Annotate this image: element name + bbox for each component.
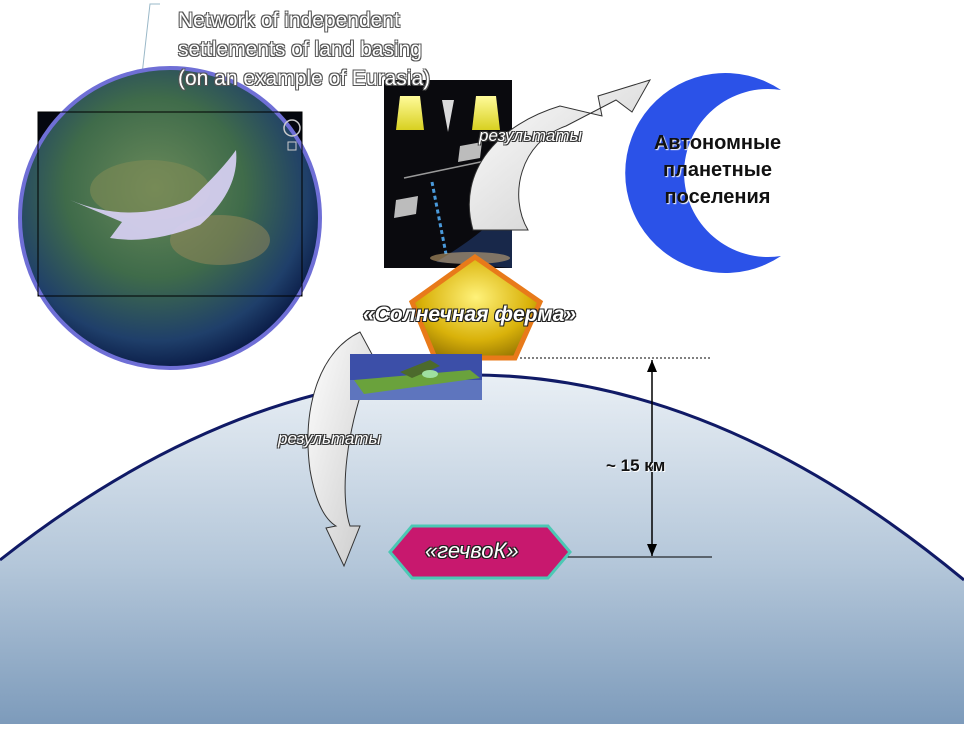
caption-line: settlements of land basing — [178, 38, 422, 61]
caption-line: (on an example of Eurasia) — [178, 67, 431, 90]
earth-globe-image — [18, 66, 322, 370]
distance-label: ~ 15 км — [606, 456, 666, 475]
caption-line: Network of independent — [178, 9, 400, 32]
results-label-lower: результаты — [278, 429, 381, 448]
autonomous-line: Автономные — [653, 132, 782, 154]
autonomous-settlements-label: Автономные планетные поселения — [630, 130, 805, 211]
network-caption: Network of independent settlements of la… — [178, 6, 430, 93]
aircraft-image — [350, 354, 482, 400]
results-label-upper: результаты — [479, 126, 582, 145]
gechvok-label: «гечвоК» — [425, 538, 519, 563]
distance-double-arrow — [647, 360, 657, 556]
crescent-moon-icon — [625, 73, 781, 273]
solar-farm-label: «Солнечная ферма» — [363, 303, 577, 326]
autonomous-line: поселения — [664, 186, 771, 208]
gechvok-heptagon — [388, 524, 572, 580]
results-arrow-upper — [468, 79, 652, 231]
autonomous-line: планетные — [663, 159, 772, 181]
